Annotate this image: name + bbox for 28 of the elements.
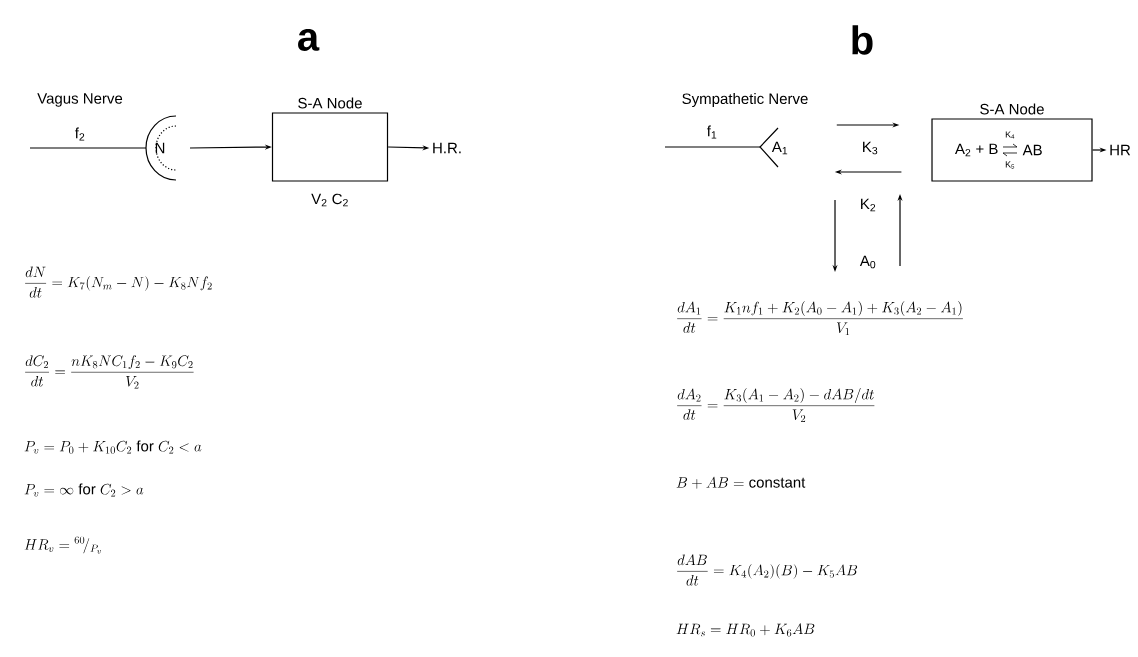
receptor-cup: N [145, 115, 177, 181]
panel-letter: b [852, 25, 873, 55]
label: Vagus Nerve [37, 93, 123, 107]
edge-label: K$_{2}$ [861, 198, 876, 212]
nerve-ending: A$_{1}$ [759, 127, 788, 168]
equation: $B + AB = \text{constant}$ [676, 476, 806, 489]
process-box: S-A Node [271, 97, 389, 182]
equation: $\frac{dN}{dt} = K_7(N_m - N) - K_8 N f_2$ [25, 266, 212, 298]
output-label: H.R. [433, 142, 461, 154]
label: Sympathetic Nerve [682, 93, 808, 107]
equation: $HR_v = {}^{60}\!/_{P_v}$ [24, 536, 101, 554]
edge-label: f$_{1}$ [706, 125, 717, 139]
equation: $\frac{dA_2}{dt} = \frac{K_3(A_1 - A_2) - dAB/dt}{V_2}$ [677, 388, 875, 422]
node-label: S-A Node [980, 103, 1044, 115]
equation: $\frac{dA_1}{dt} = \frac{K_1 n f_1 + K_2(A_0 - A_1) + K_3(A_2 - A_1)}{V_1}$ [677, 301, 963, 335]
equation: $P_v = \infty \text{ for } C_2 > a$ [24, 483, 144, 497]
equation: $P_v = P_0 + K_{10} C_2 \text{ for } C_2 < a$ [24, 440, 202, 454]
edge-label: K$_{3}$ [863, 141, 878, 155]
compartment-label: A$_{0}$ [859, 255, 876, 269]
panel-letter: a [298, 29, 320, 51]
equation: $\frac{dC_2}{dt} = \frac{nK_8 N C_1 f_2 - K_9 C_2}{V_2}$ [25, 355, 194, 389]
equation: $\frac{dAB}{dt} = K_4(A_2)(B) - K_5 AB$ [677, 554, 858, 586]
box-caption: V$_{2}$ C$_{2}$ [311, 193, 348, 207]
process-box: S-A Node A$_{2}$ + B K$_{4}$ K$_{5}$ AB [931, 103, 1093, 182]
edge-label: f$_{2}$ [74, 127, 85, 141]
output-label: HR [1110, 144, 1131, 156]
node-label: S-A Node [298, 97, 362, 109]
equation: $HR_s = HR_0 + K_6 AB$ [676, 623, 815, 637]
